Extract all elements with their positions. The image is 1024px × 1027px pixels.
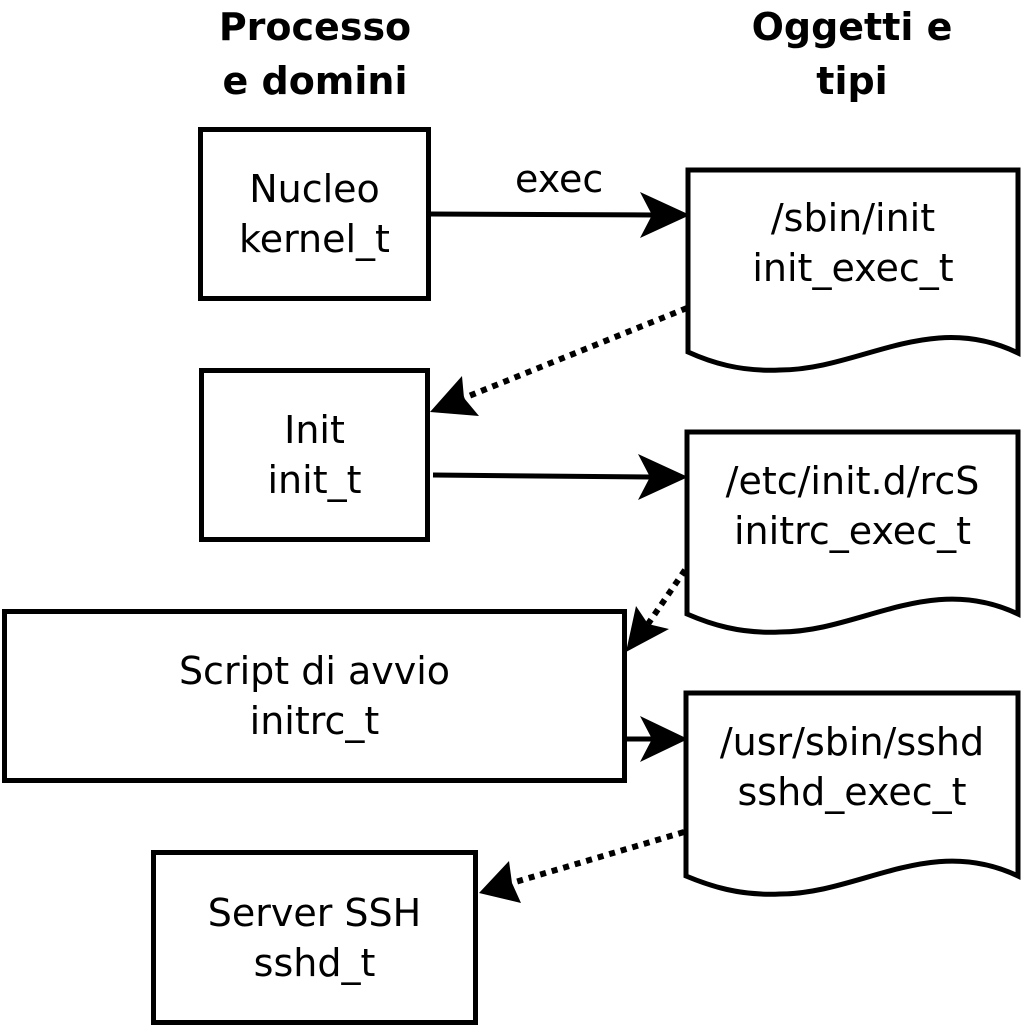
arrow-initrc-to-sshd (627, 716, 688, 762)
process-name: Server SSH (207, 890, 422, 935)
processes-header-line2: e domini (222, 59, 408, 103)
process-box-sshd: Server SSH sshd_t (151, 850, 478, 1025)
process-name: Init (284, 408, 345, 452)
dotted-arrow-sshd-exec-to-sshd (479, 829, 685, 903)
processes-header: Processo e domini (185, 0, 445, 108)
exec-label: exec (515, 157, 604, 201)
process-domain: initrc_t (249, 699, 380, 743)
dotted-arrow-rcs-to-initrc (626, 568, 688, 652)
process-domain: init_t (267, 458, 362, 502)
dotted-arrow-sbin-init-to-init (430, 305, 689, 416)
document-shape-etc-init-rcs (684, 429, 1021, 635)
document-shape-usr-sbin-sshd (683, 690, 1021, 897)
process-name: Script di avvio (178, 649, 451, 693)
objects-header-line1: Oggetti e (751, 5, 953, 49)
object-usr-sbin-sshd: /usr/sbin/sshd sshd_exec_t (688, 717, 1016, 817)
arrow-kernel-to-sbin-init (429, 192, 690, 238)
object-type: initrc_exec_t (734, 509, 971, 553)
arrow-init-to-rcs (432, 454, 688, 500)
processes-header-line1: Processo (218, 5, 412, 49)
object-path: /etc/init.d/rcS (725, 459, 980, 503)
objects-header-line2: tipi (816, 59, 888, 103)
process-domain: sshd_t (253, 940, 376, 985)
process-domain: kernel_t (239, 217, 390, 261)
process-box-initrc: Script di avvio initrc_t (2, 609, 627, 783)
object-sbin-init: /sbin/init init_exec_t (690, 193, 1016, 293)
object-path: /usr/sbin/sshd (719, 720, 985, 764)
document-shape-sbin-init (685, 167, 1021, 373)
objects-header: Oggetti e tipi (720, 0, 984, 108)
object-etc-init-rcs: /etc/init.d/rcS initrc_exec_t (689, 456, 1016, 556)
object-type: init_exec_t (752, 246, 954, 290)
process-box-init: Init init_t (199, 368, 430, 542)
process-name: Nucleo (249, 167, 380, 211)
process-box-kernel: Nucleo kernel_t (198, 127, 431, 301)
object-type: sshd_exec_t (737, 770, 967, 814)
object-path: /sbin/init (770, 196, 936, 240)
